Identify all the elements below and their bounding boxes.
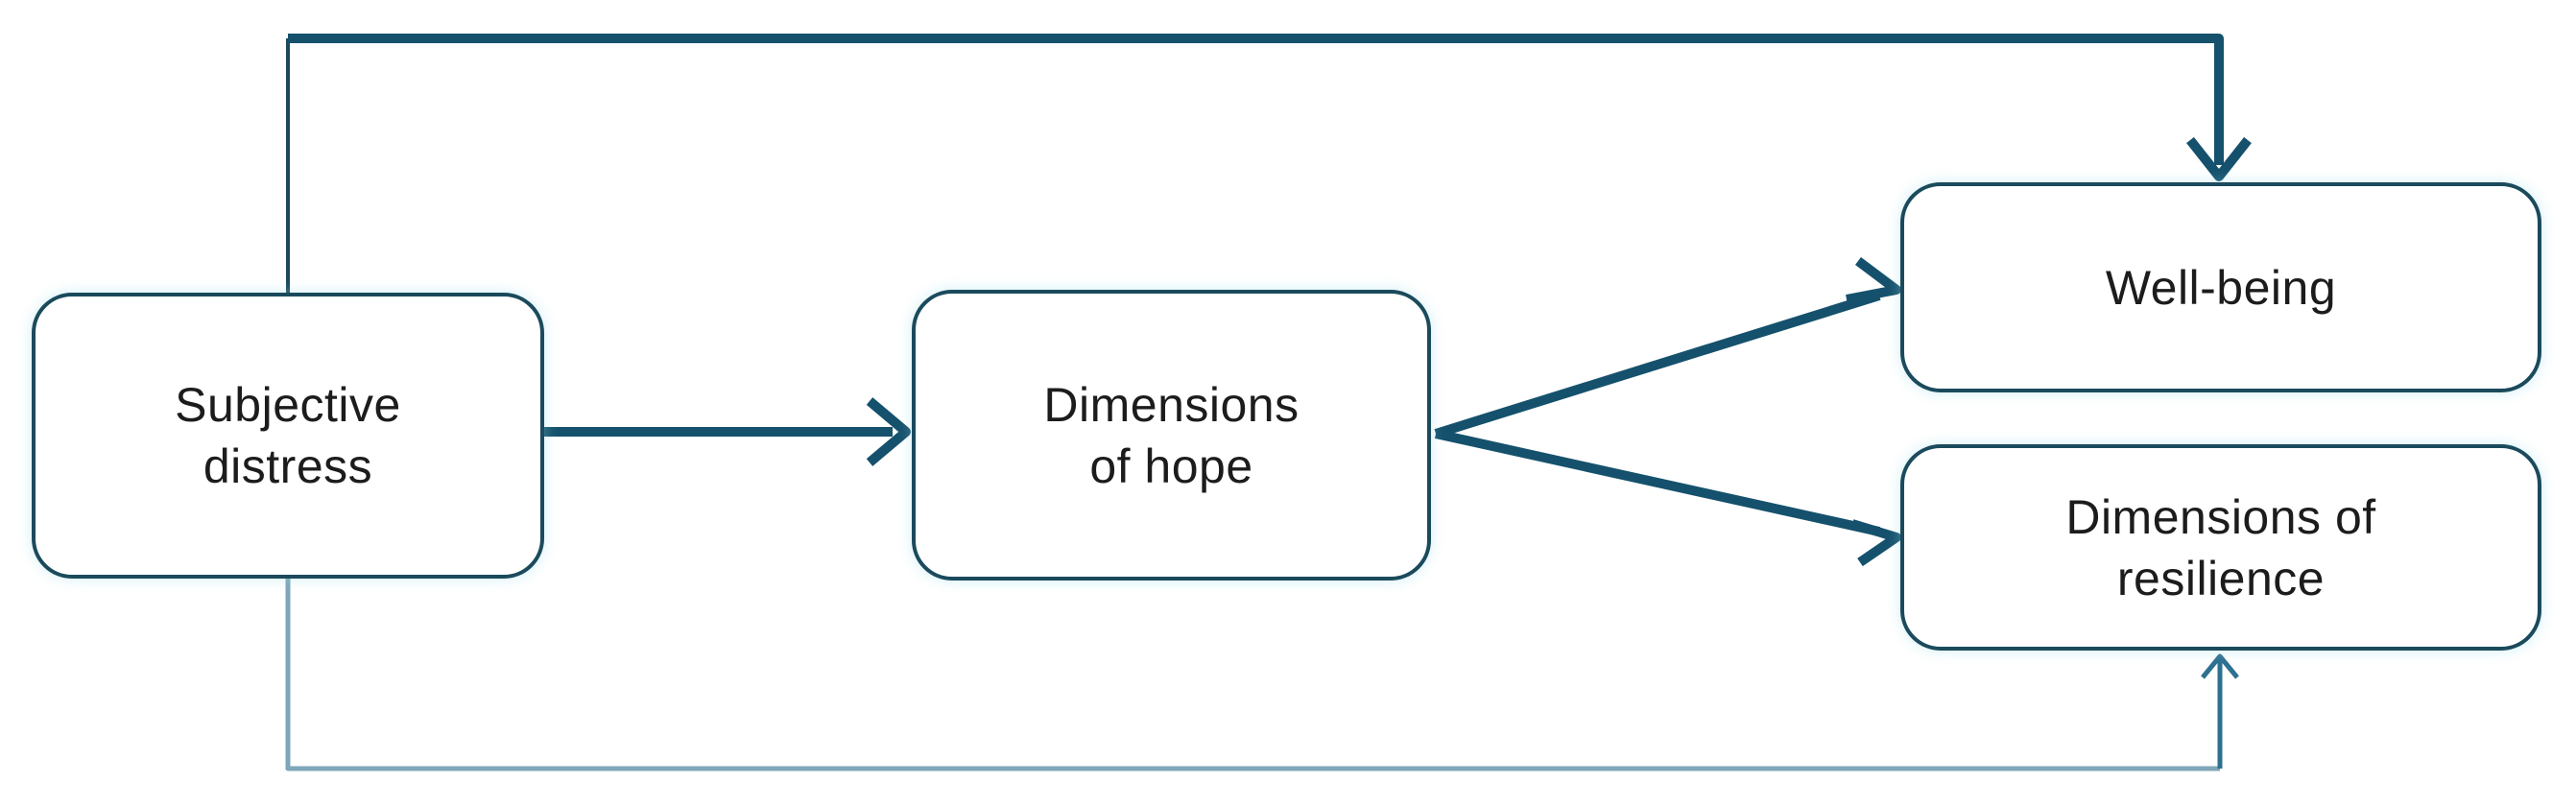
edge-dimensions-of-hope-to-well-being <box>1434 257 1901 439</box>
arrowhead-right-icon <box>866 397 911 466</box>
arrowhead-up-right-icon <box>1846 257 1901 304</box>
node-subjective-distress-label: Subjective distress <box>175 378 401 493</box>
node-well-being-label: Well-being <box>2105 260 2337 315</box>
arrowhead-up-small-icon <box>2201 653 2239 679</box>
edge-subjective-distress-to-well-being <box>286 34 2252 294</box>
node-dimensions-of-hope: Dimensions of hope <box>912 290 1431 581</box>
node-subjective-distress: Subjective distress <box>32 293 544 579</box>
edge-subjective-distress-to-dimensions-of-resilience <box>285 579 2239 771</box>
node-dimensions-of-resilience: Dimensions of resilience <box>1900 444 2541 651</box>
node-dimensions-of-resilience-label: Dimensions of resilience <box>2065 489 2376 605</box>
arrowhead-down-right-icon <box>1850 519 1901 567</box>
edge-subjective-distress-to-dimensions-of-hope <box>544 397 911 466</box>
node-dimensions-of-hope-label: Dimensions of hope <box>1043 377 1300 493</box>
edge-dimensions-of-hope-to-dimensions-of-resilience <box>1434 429 1901 567</box>
arrowhead-down-icon <box>2186 136 2252 181</box>
node-well-being: Well-being <box>1900 182 2541 392</box>
